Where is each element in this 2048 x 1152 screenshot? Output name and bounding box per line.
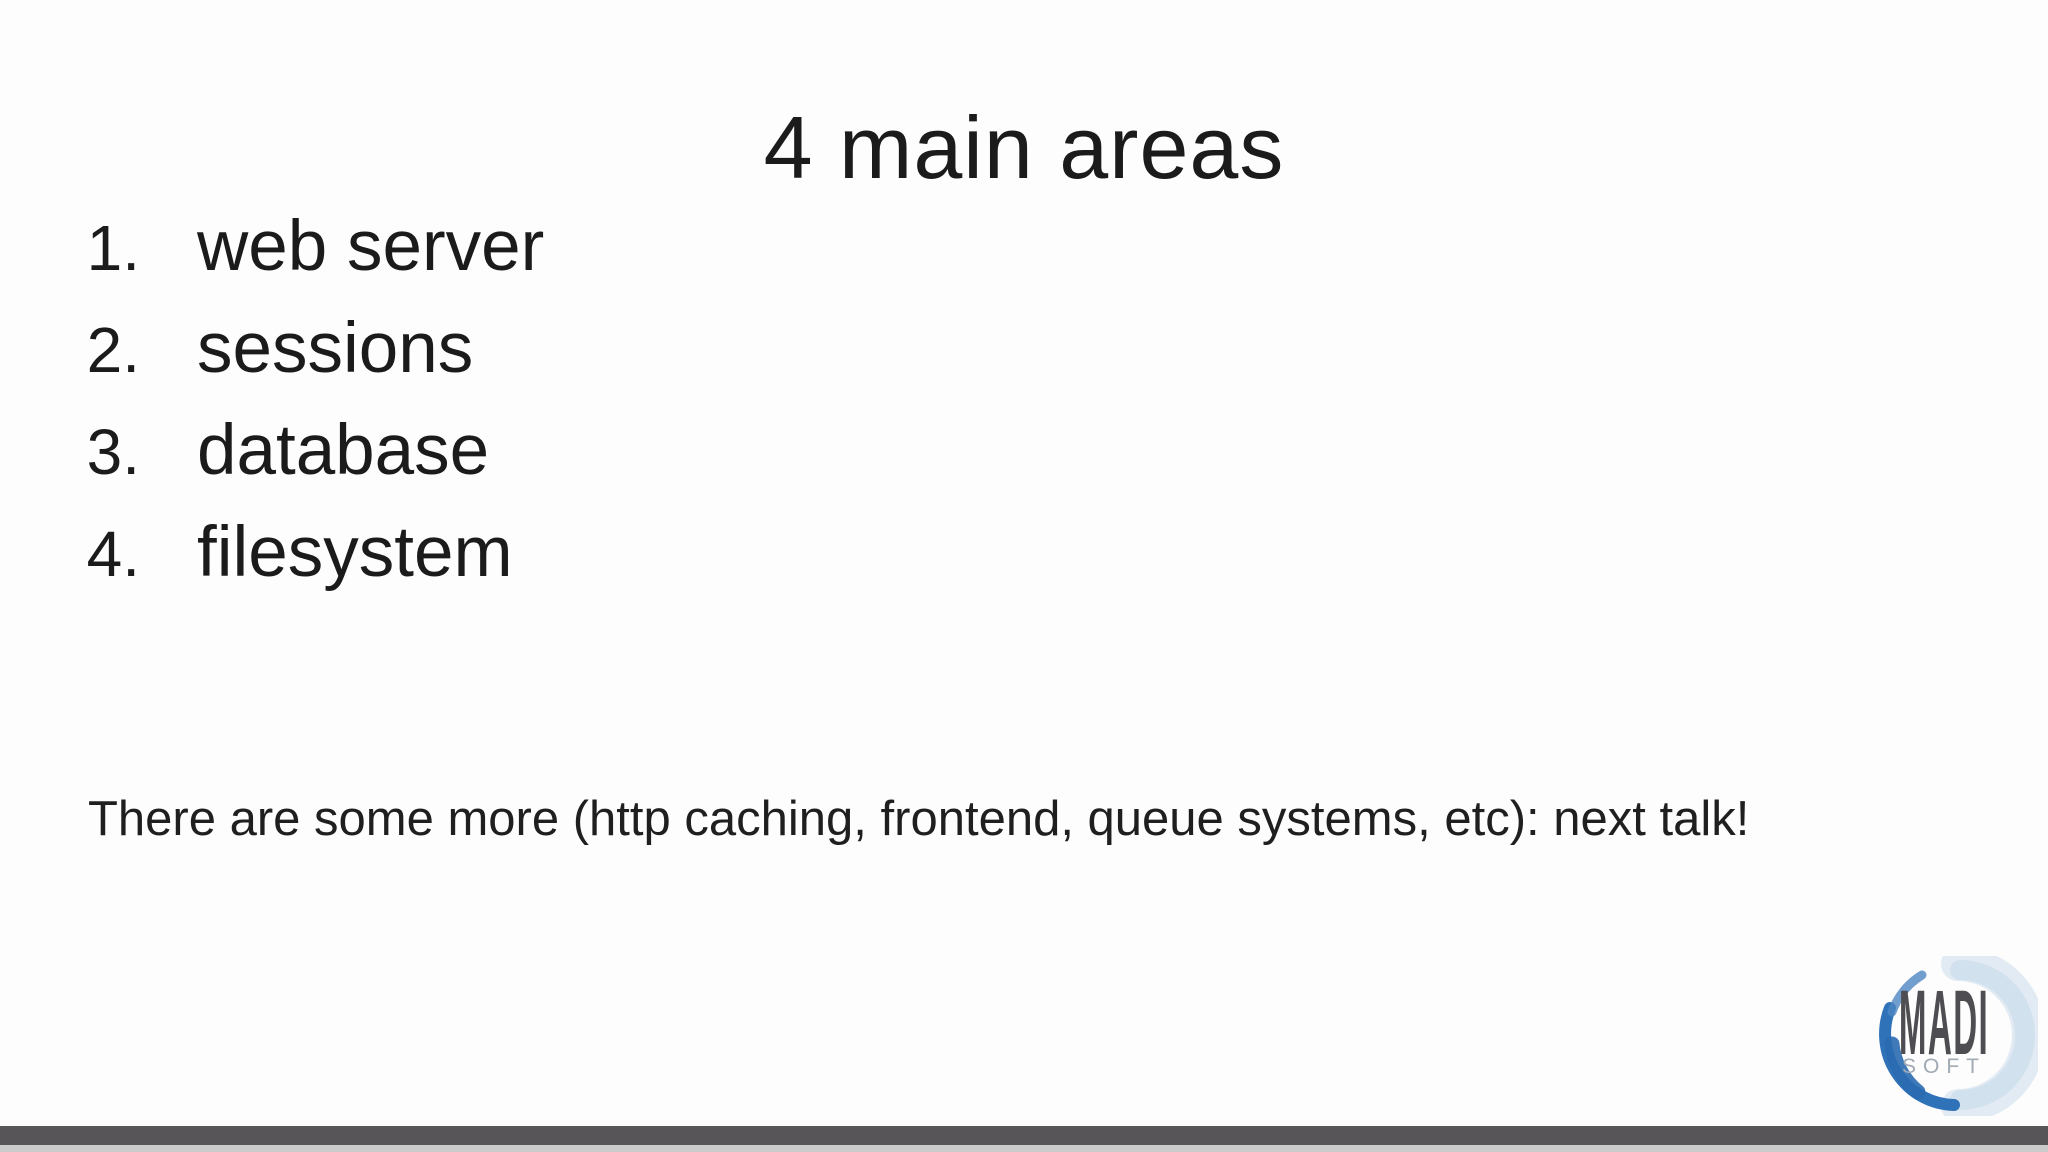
list-item-label: database: [197, 411, 490, 490]
list-item: 4. filesystem: [0, 502, 1200, 604]
list-item-label: sessions: [197, 309, 474, 388]
logo-ring-wash-inner: [1950, 960, 2035, 1110]
footer-strip: [0, 1145, 2048, 1152]
madisoft-logo: MADI SOFT: [1878, 947, 2046, 1123]
logo-ring-blue-arc-tip: [1887, 970, 1927, 1017]
list-item: 2. sessions: [0, 298, 1200, 400]
slide-title: 4 main areas: [763, 97, 1285, 197]
list-item-label: web server: [197, 207, 545, 286]
list-item: 3. database: [0, 400, 1200, 502]
logo-graphic: MADI SOFT: [1879, 947, 2046, 1123]
logo-madi-text: MADI: [1899, 970, 1989, 1074]
list-item-number: 3.: [86, 416, 140, 488]
list-item-number: 2.: [86, 314, 140, 386]
list-item-label: filesystem: [197, 513, 513, 592]
footnote-text: There are some more (http caching, front…: [88, 792, 1750, 846]
list-item-number: 4.: [86, 518, 140, 590]
logo-ring-blue-arc-accent: [1884, 1036, 1926, 1100]
footer-bar: [0, 1126, 2048, 1145]
numbered-list: 1. web server 2. sessions 3. database 4.…: [0, 196, 1200, 604]
list-item: 1. web server: [0, 196, 1200, 298]
logo-soft-text: SOFT: [1902, 1055, 1986, 1078]
list-item-number: 1.: [86, 212, 140, 284]
